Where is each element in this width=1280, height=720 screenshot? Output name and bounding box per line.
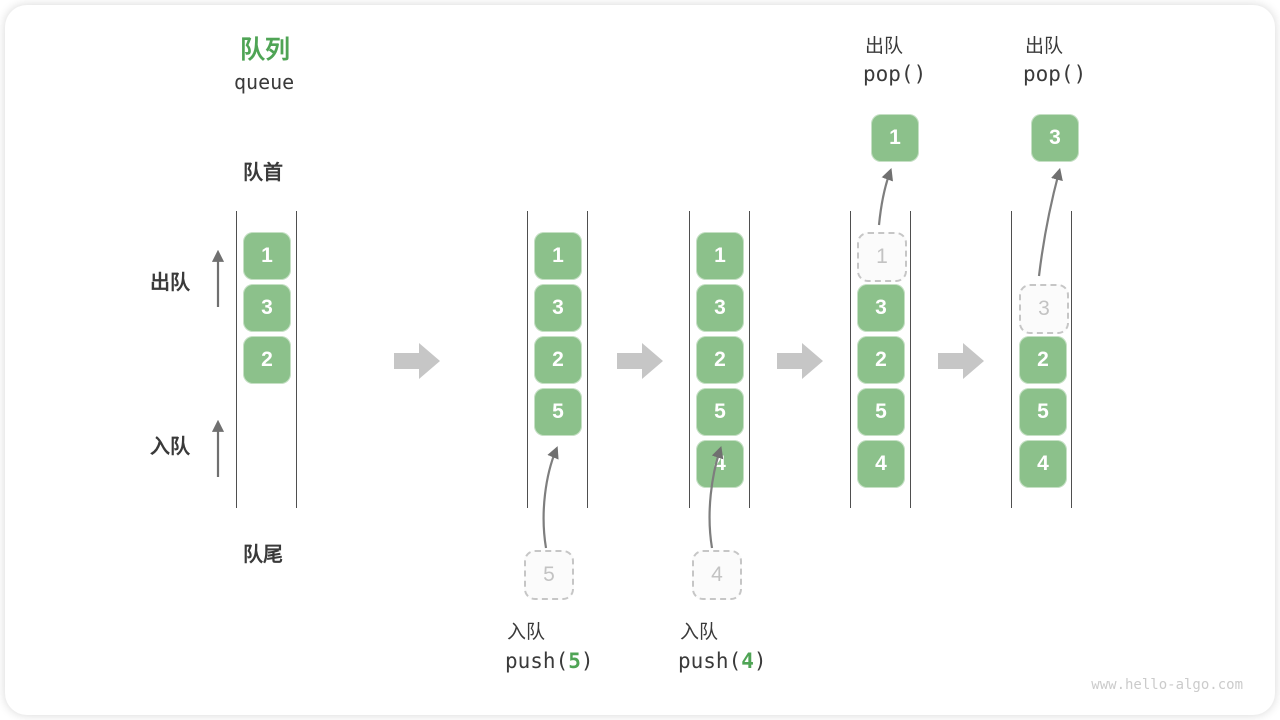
incoming-cell: 4	[692, 550, 742, 600]
state-transition-arrow-icon	[938, 343, 984, 379]
dequeue-op-label: 出队	[1025, 36, 1064, 57]
watermark: www.hello-algo.com	[1091, 677, 1243, 693]
queue-cell: 4	[1019, 440, 1067, 488]
queue-cell: 2	[696, 336, 744, 384]
queue-cell: 3	[534, 284, 582, 332]
dequeue-side-label: 出队	[150, 272, 190, 294]
popped-cell: 1	[871, 114, 919, 162]
push5-close: )	[580, 649, 594, 673]
queue-cell-leaving: 3	[1019, 284, 1069, 334]
pop1-arrow-icon	[877, 168, 893, 226]
dequeue-op-label: 出队	[865, 36, 904, 57]
push4-code: push(4)	[678, 649, 767, 673]
queue-cell-leaving: 1	[857, 232, 907, 282]
enqueue-op-label: 入队	[680, 622, 719, 643]
push4-fn: push(	[678, 649, 742, 673]
push5-arrow-icon	[542, 446, 559, 549]
queue-cell: 2	[857, 336, 905, 384]
popped-cell: 3	[1031, 114, 1079, 162]
queue-channel-state4	[850, 211, 911, 508]
diagram-subtitle: queue	[234, 70, 295, 94]
push5-fn: push(	[505, 649, 569, 673]
queue-cell: 1	[696, 232, 744, 280]
queue-channel-state5	[1011, 211, 1072, 508]
queue-cell: 2	[243, 336, 291, 384]
queue-cell: 4	[857, 440, 905, 488]
push4-arg: 4	[741, 649, 754, 673]
pop2-arrow-icon	[1037, 167, 1063, 277]
queue-cell: 2	[534, 336, 582, 384]
queue-cell: 3	[696, 284, 744, 332]
pop1-code: pop()	[863, 62, 927, 86]
queue-channel-state2	[527, 211, 588, 508]
queue-cell: 3	[243, 284, 291, 332]
state-transition-arrow-icon	[777, 343, 823, 379]
push5-code: push(5)	[505, 649, 594, 673]
incoming-cell: 5	[524, 550, 574, 600]
queue-cell: 1	[243, 232, 291, 280]
enqueue-op-label: 入队	[507, 622, 546, 643]
queue-cell: 3	[857, 284, 905, 332]
push4-close: )	[753, 649, 767, 673]
queue-front-label: 队首	[243, 162, 283, 184]
queue-cell: 5	[857, 388, 905, 436]
queue-cell: 5	[534, 388, 582, 436]
push5-arg: 5	[568, 649, 581, 673]
queue-cell: 5	[696, 388, 744, 436]
queue-rear-label: 队尾	[243, 544, 283, 566]
enqueue-side-label: 入队	[150, 436, 190, 458]
queue-cell: 2	[1019, 336, 1067, 384]
queue-cell: 1	[534, 232, 582, 280]
state-transition-arrow-icon	[394, 343, 440, 379]
queue-channel-state1	[236, 211, 297, 508]
pop2-code: pop()	[1023, 62, 1087, 86]
push4-arrow-icon	[708, 445, 724, 549]
queue-cell: 5	[1019, 388, 1067, 436]
diagram-title: 队列	[240, 36, 291, 64]
state-transition-arrow-icon	[617, 343, 663, 379]
queue-channel-state3	[689, 211, 750, 508]
